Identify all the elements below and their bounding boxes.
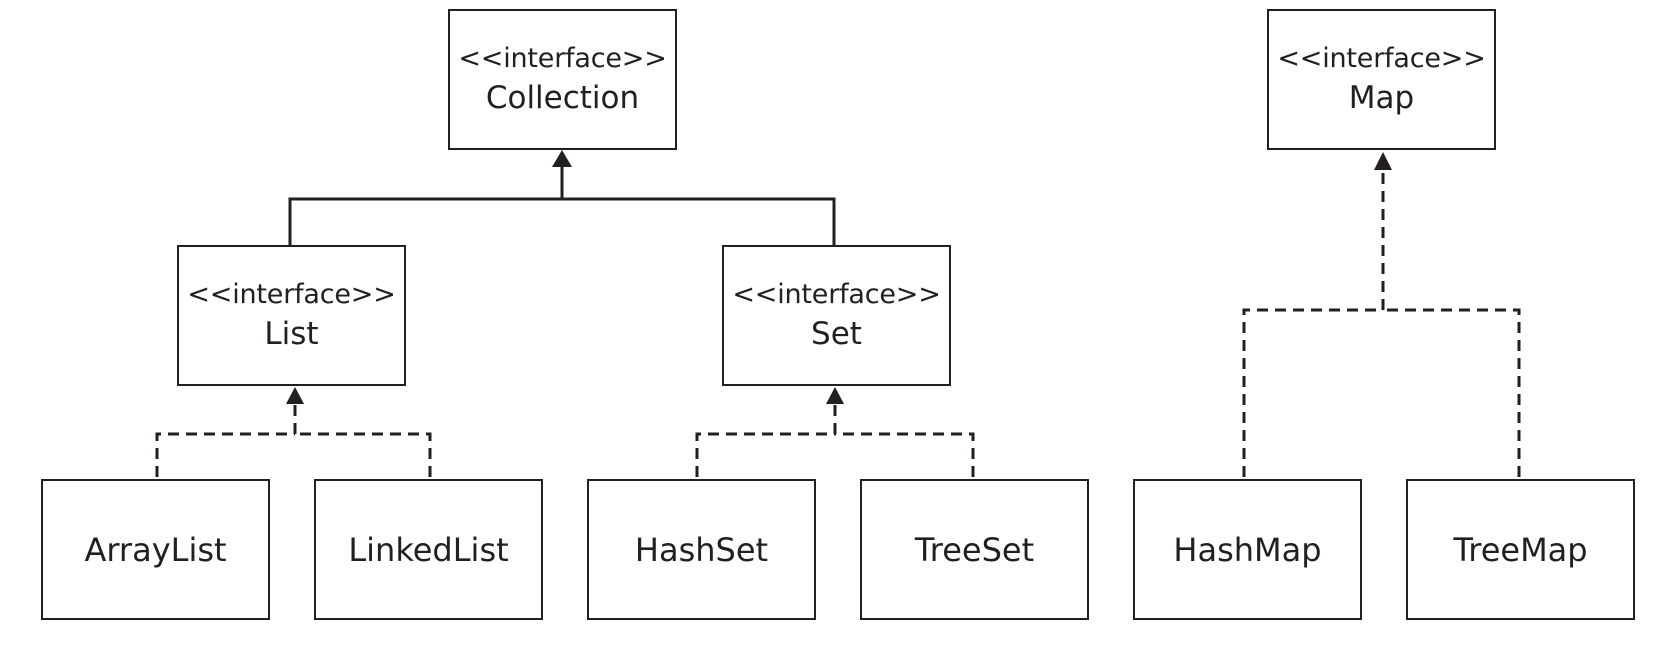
class-name-hashset: HashSet <box>634 530 769 569</box>
class-box-hashmap: HashMap <box>1133 479 1362 620</box>
connector-list-to-collection <box>288 197 562 246</box>
connector-list-group <box>155 403 432 477</box>
stereotype-label: <<interface>> <box>732 278 941 310</box>
interface-box-map: <<interface>> Map <box>1267 9 1496 150</box>
arrowhead-map <box>1374 152 1392 170</box>
class-box-arraylist: ArrayList <box>41 479 270 620</box>
arrowhead-set <box>826 387 844 404</box>
connector-arraylist-to-list <box>155 432 295 477</box>
class-box-hashset: HashSet <box>587 479 816 620</box>
stereotype-label: <<interface>> <box>458 42 667 74</box>
interface-name-set: Set <box>811 315 862 352</box>
stereotype-label: <<interface>> <box>187 278 396 310</box>
connector-linkedlist-to-list <box>295 432 432 477</box>
class-name-linkedlist: LinkedList <box>348 530 509 569</box>
interface-box-set: <<interface>> Set <box>722 245 951 386</box>
class-name-treemap: TreeMap <box>1453 530 1588 569</box>
interface-box-list: <<interface>> List <box>177 245 406 386</box>
class-box-treemap: TreeMap <box>1406 479 1635 620</box>
class-name-hashmap: HashMap <box>1173 530 1322 569</box>
stereotype-label: <<interface>> <box>1277 42 1486 74</box>
class-name-treeset: TreeSet <box>914 530 1035 569</box>
arrowhead-collection <box>552 150 572 167</box>
connector-set-group <box>695 403 975 477</box>
interface-name-collection: Collection <box>485 79 640 116</box>
connector-treeset-to-set <box>835 432 975 477</box>
interface-name-list: List <box>264 315 319 352</box>
connector-treemap-to-map <box>1383 308 1521 477</box>
class-name-arraylist: ArrayList <box>84 530 227 569</box>
connector-collection-group <box>288 150 836 246</box>
arrowhead-list <box>286 387 304 404</box>
class-box-treeset: TreeSet <box>860 479 1089 620</box>
connector-hashmap-to-map <box>1242 308 1383 477</box>
class-box-linkedlist: LinkedList <box>314 479 543 620</box>
interface-name-map: Map <box>1348 79 1415 116</box>
connector-map-group <box>1242 172 1521 477</box>
interface-box-collection: <<interface>> Collection <box>448 9 677 150</box>
connector-hashset-to-set <box>695 432 835 477</box>
connector-set-to-collection <box>562 197 836 246</box>
